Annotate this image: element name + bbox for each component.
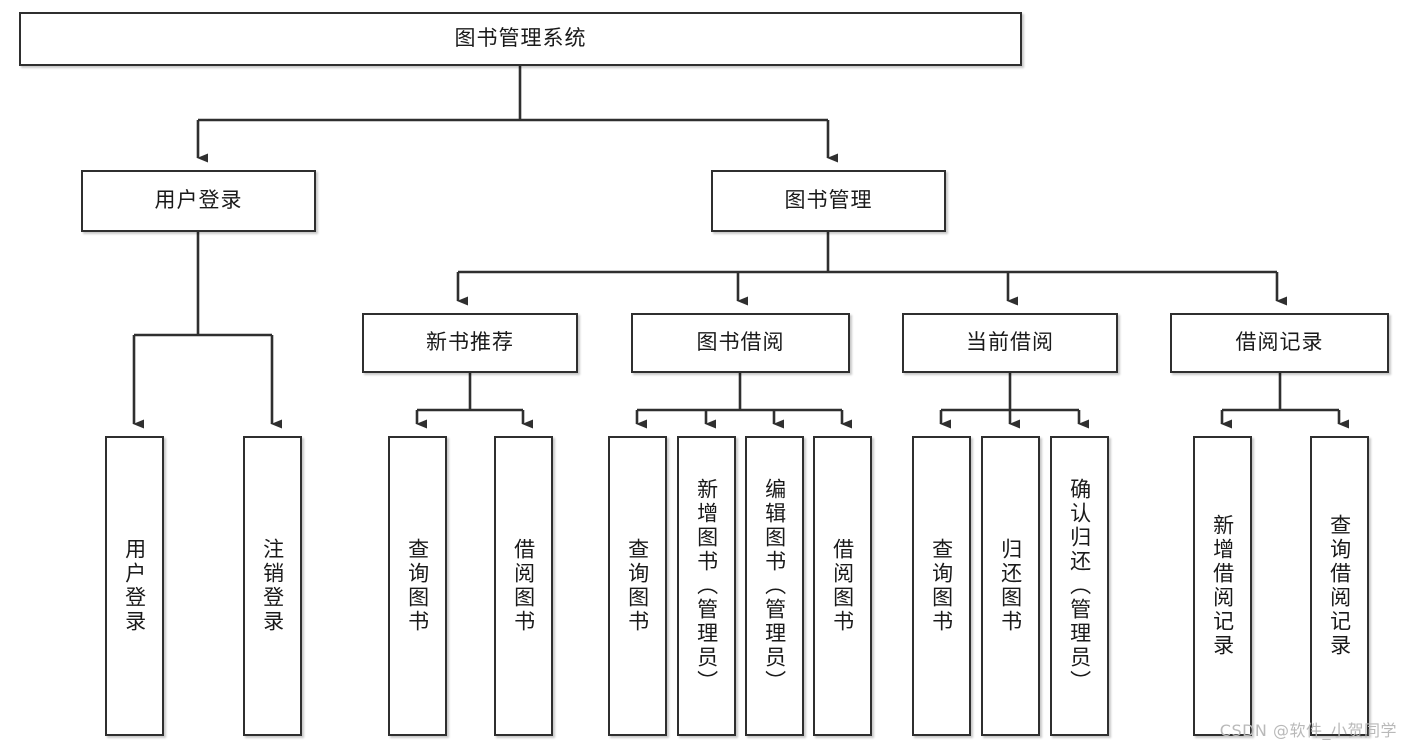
leaf-record-query-record[interactable]: 查询借阅记录 [1310, 436, 1369, 736]
leaf-user-logout-label: 注销登录 [260, 538, 285, 634]
leaf-borrow-edit-book[interactable]: 编辑图书（管理员） [745, 436, 804, 736]
watermark-text: CSDN @软件_小贺同学 [1219, 721, 1397, 740]
leaf-user-login[interactable]: 用户登录 [105, 436, 164, 736]
leaf-borrow-query-book-label: 查询图书 [625, 538, 650, 634]
leaf-newbook-query-book[interactable]: 查询图书 [388, 436, 447, 736]
leaf-user-logout[interactable]: 注销登录 [243, 436, 302, 736]
leaf-borrow-borrow-book-label: 借阅图书 [830, 538, 855, 634]
leaf-borrow-add-book[interactable]: 新增图书（管理员） [677, 436, 736, 736]
leaf-record-query-record-label: 查询借阅记录 [1327, 514, 1352, 658]
connectors-currentborrow-to-leaves [939, 373, 1089, 429]
leaf-newbook-query-book-label: 查询图书 [405, 538, 430, 634]
leaf-current-query-book-label: 查询图书 [929, 538, 954, 634]
node-current-borrow[interactable]: 当前借阅 [902, 313, 1118, 373]
node-book-borrow[interactable]: 图书借阅 [631, 313, 850, 373]
node-current-borrow-label: 当前借阅 [966, 330, 1054, 355]
leaf-current-query-book[interactable]: 查询图书 [912, 436, 971, 736]
leaf-borrow-query-book[interactable]: 查询图书 [608, 436, 667, 736]
leaf-current-return-book-label: 归还图书 [998, 538, 1023, 634]
leaf-newbook-borrow-book-label: 借阅图书 [511, 538, 536, 634]
connectors-bookborrow-to-leaves [635, 373, 852, 429]
leaf-record-add-record-label: 新增借阅记录 [1210, 514, 1235, 658]
node-borrow-record-label: 借阅记录 [1235, 330, 1324, 355]
node-new-book-recommend[interactable]: 新书推荐 [362, 313, 578, 373]
node-root-system[interactable]: 图书管理系统 [19, 12, 1022, 66]
connectors-userlogin-to-leaves [132, 232, 282, 429]
leaf-borrow-borrow-book[interactable]: 借阅图书 [813, 436, 872, 736]
leaf-borrow-add-book-label: 新增图书（管理员） [694, 478, 719, 694]
connectors-root-to-level2 [196, 66, 838, 163]
node-book-management-label: 图书管理 [784, 188, 873, 213]
node-book-management[interactable]: 图书管理 [711, 170, 946, 232]
node-new-book-recommend-label: 新书推荐 [426, 330, 514, 355]
leaf-newbook-borrow-book[interactable]: 借阅图书 [494, 436, 553, 736]
node-book-borrow-label: 图书借阅 [696, 330, 785, 355]
leaf-current-confirm-return-label: 确认归还（管理员） [1067, 478, 1092, 694]
leaf-current-confirm-return[interactable]: 确认归还（管理员） [1050, 436, 1109, 736]
leaf-record-add-record[interactable]: 新增借阅记录 [1193, 436, 1252, 736]
node-user-login[interactable]: 用户登录 [81, 170, 316, 232]
connectors-borrowrecord-to-leaves [1220, 373, 1349, 429]
node-borrow-record[interactable]: 借阅记录 [1170, 313, 1389, 373]
connectors-newbook-to-leaves [415, 373, 533, 429]
leaf-current-return-book[interactable]: 归还图书 [981, 436, 1040, 736]
leaf-user-login-label: 用户登录 [122, 538, 147, 634]
node-user-login-label: 用户登录 [154, 188, 243, 213]
node-root-system-label: 图书管理系统 [454, 26, 587, 51]
connectors-bookmgmt-to-level3 [456, 232, 1287, 306]
leaf-borrow-edit-book-label: 编辑图书（管理员） [762, 478, 787, 694]
